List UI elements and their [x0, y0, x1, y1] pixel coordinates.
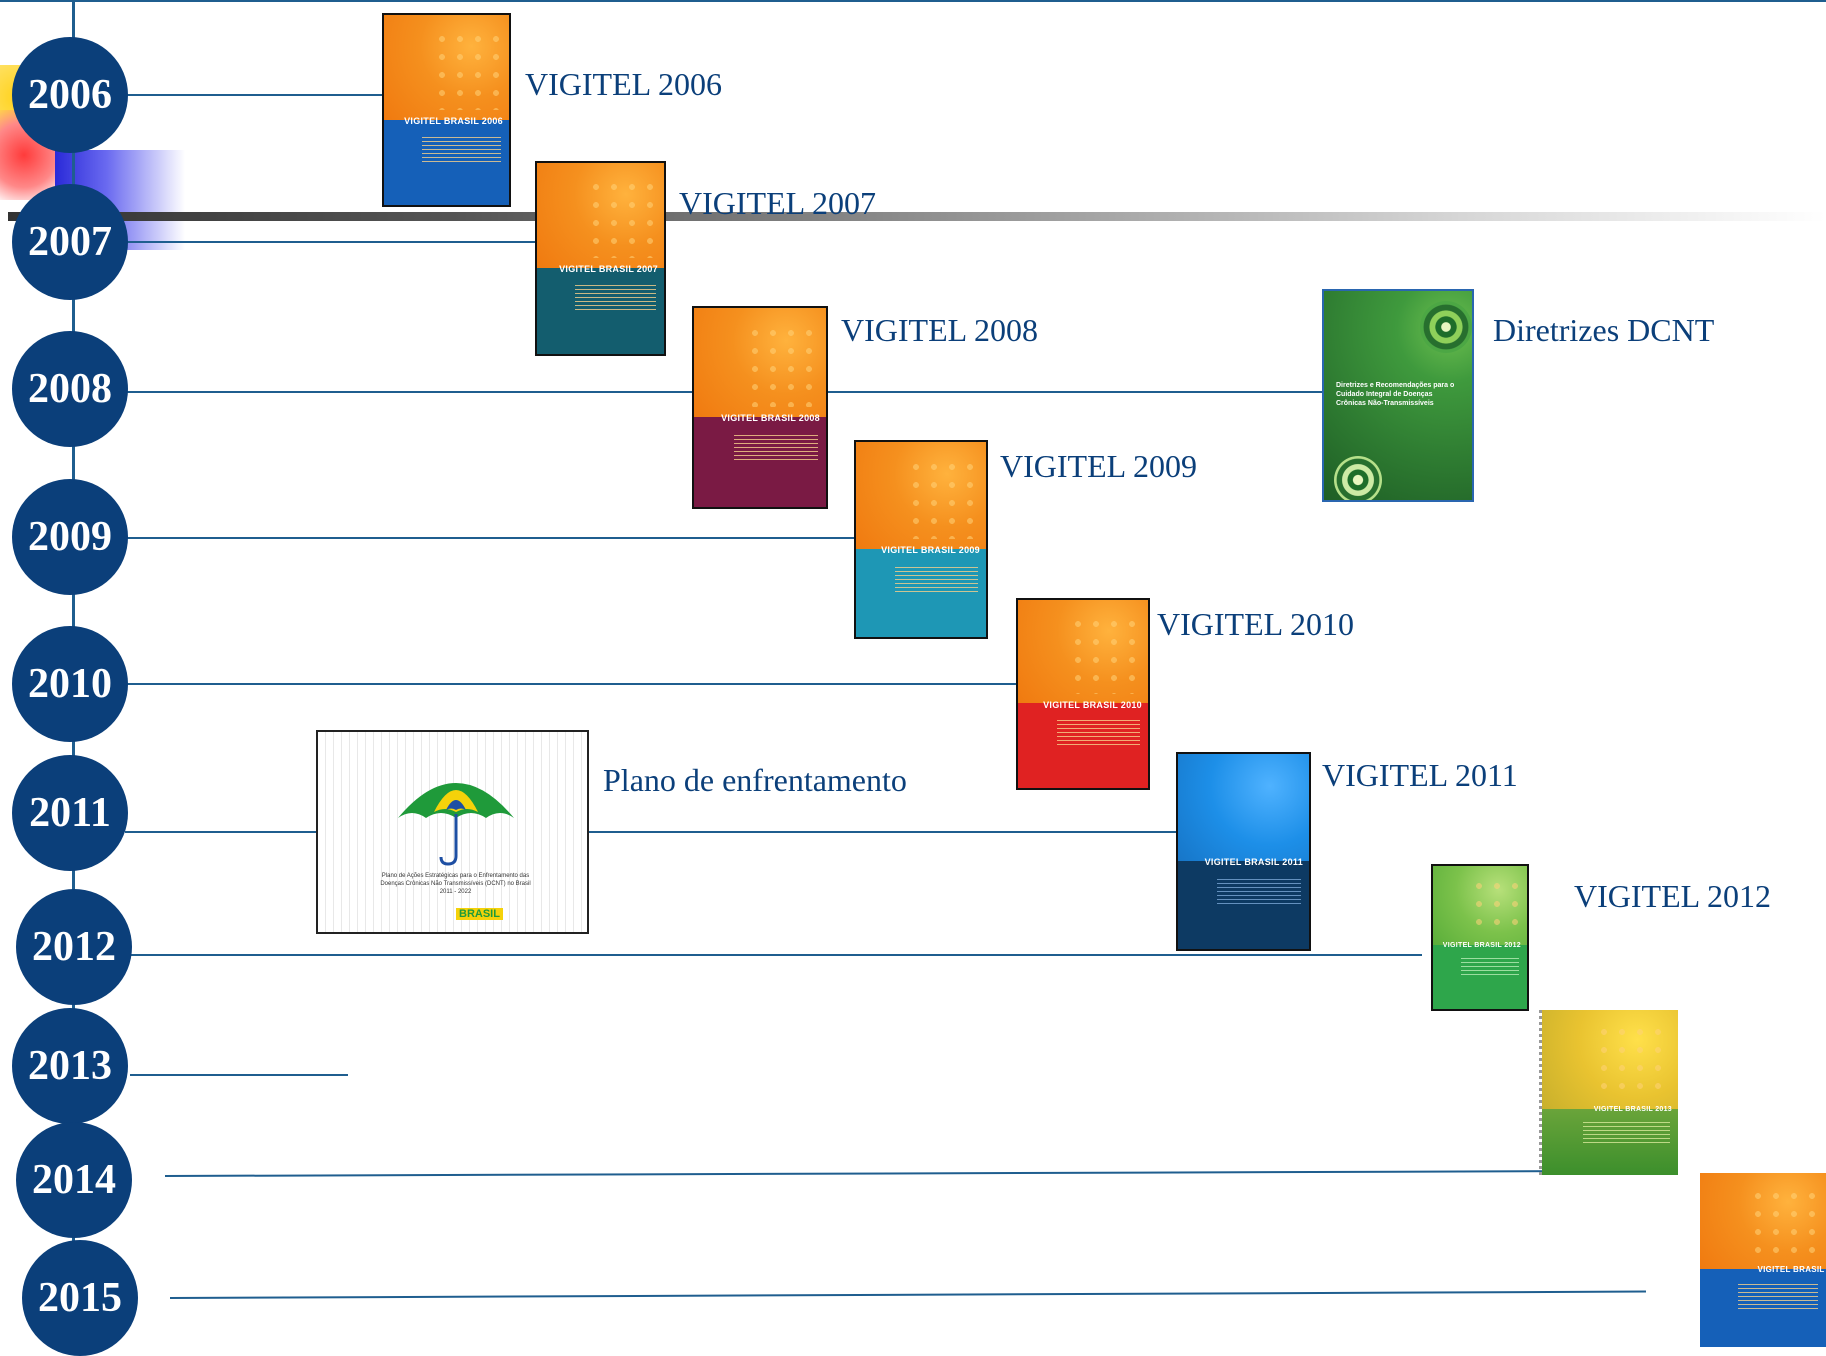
label-vigitel-2010: VIGITEL 2010 — [1157, 606, 1354, 642]
label-vigitel-2009: VIGITEL 2009 — [1000, 448, 1197, 484]
year-2012-circle: 2012 — [16, 889, 132, 1005]
top-border-line — [0, 0, 1826, 2]
plano-enfrentamento-cover[interactable]: Plano de Ações Estratégicas para o Enfre… — [316, 730, 589, 934]
label-vigitel-2007: VIGITEL 2007 — [679, 185, 876, 221]
cover-title: VIGITEL BRASIL 2009 — [881, 545, 980, 556]
vigitel-2014-cover[interactable]: VIGITEL BRASIL 2014 — [1700, 1173, 1826, 1347]
vigitel-2010-cover[interactable]: VIGITEL BRASIL 2010 — [1016, 598, 1150, 790]
connector-2012 — [130, 954, 1422, 956]
cover-title: Diretrizes e Recomendações para o Cuidad… — [1336, 382, 1455, 407]
diretrizes-dcnt-cover[interactable]: Diretrizes e Recomendações para o Cuidad… — [1322, 289, 1474, 502]
decorative-gray-bar — [8, 212, 1826, 221]
year-2011-circle: 2011 — [12, 755, 128, 871]
vigitel-2008-cover[interactable]: VIGITEL BRASIL 2008 — [692, 306, 828, 509]
year-2006-circle: 2006 — [12, 37, 128, 153]
year-2014-circle: 2014 — [16, 1122, 132, 1238]
connector-2013 — [130, 1074, 348, 1076]
vigitel-2013-cover[interactable]: VIGITEL BRASIL 2013 — [1539, 1010, 1678, 1175]
connector-2014 — [164, 1169, 1640, 1177]
connector-2009 — [125, 537, 857, 539]
cover-title: VIGITEL BRASIL 2007 — [559, 264, 658, 275]
vigitel-2012-cover[interactable]: VIGITEL BRASIL 2012 — [1431, 864, 1529, 1011]
cover-title: VIGITEL BRASIL 2011 — [1204, 857, 1303, 868]
label-diretrizes-dcnt: Diretrizes DCNT — [1493, 312, 1715, 348]
cover-title: VIGITEL BRASIL 2012 — [1442, 941, 1521, 949]
connector-2011 — [125, 831, 1177, 833]
cover-title: Plano de Ações Estratégicas para o Enfre… — [380, 873, 531, 895]
label-vigitel-2006: VIGITEL 2006 — [525, 66, 722, 102]
umbrella-icon — [398, 783, 514, 866]
label-vigitel-2012: VIGITEL 2012 — [1574, 878, 1771, 914]
brasil-logo: BRASIL — [456, 908, 503, 920]
cover-title: VIGITEL BRASIL 2008 — [721, 413, 820, 424]
green-target-graphic — [1420, 301, 1472, 353]
label-vigitel-2011: VIGITEL 2011 — [1322, 757, 1518, 793]
year-2013-circle: 2013 — [12, 1008, 128, 1124]
year-2008-circle: 2008 — [12, 331, 128, 447]
cover-title: VIGITEL BRASIL 2013 — [1593, 1105, 1672, 1113]
connector-2010 — [125, 683, 1018, 685]
year-2009-circle: 2009 — [12, 479, 128, 595]
cover-title: VIGITEL BRASIL 2014 — [1757, 1265, 1826, 1275]
label-vigitel-2008: VIGITEL 2008 — [841, 312, 1038, 348]
year-2015-circle: 2015 — [22, 1240, 138, 1356]
year-2007-circle: 2007 — [12, 184, 128, 300]
connector-2006 — [125, 94, 382, 96]
vigitel-2007-cover[interactable]: VIGITEL BRASIL 2007 — [535, 161, 666, 356]
green-target-graphic-small — [1334, 456, 1382, 500]
vigitel-2006-cover[interactable]: VIGITEL BRASIL 2006 — [382, 13, 511, 207]
connector-2015 — [169, 1290, 1646, 1299]
vigitel-2009-cover[interactable]: VIGITEL BRASIL 2009 — [854, 440, 988, 639]
label-plano-enfrentamento: Plano de enfrentamento — [603, 762, 907, 798]
connector-2007 — [125, 241, 535, 243]
vigitel-2011-cover[interactable]: VIGITEL BRASIL 2011 — [1176, 752, 1311, 951]
cover-title: VIGITEL BRASIL 2006 — [404, 115, 503, 126]
cover-title: VIGITEL BRASIL 2010 — [1043, 699, 1142, 710]
year-2010-circle: 2010 — [12, 626, 128, 742]
